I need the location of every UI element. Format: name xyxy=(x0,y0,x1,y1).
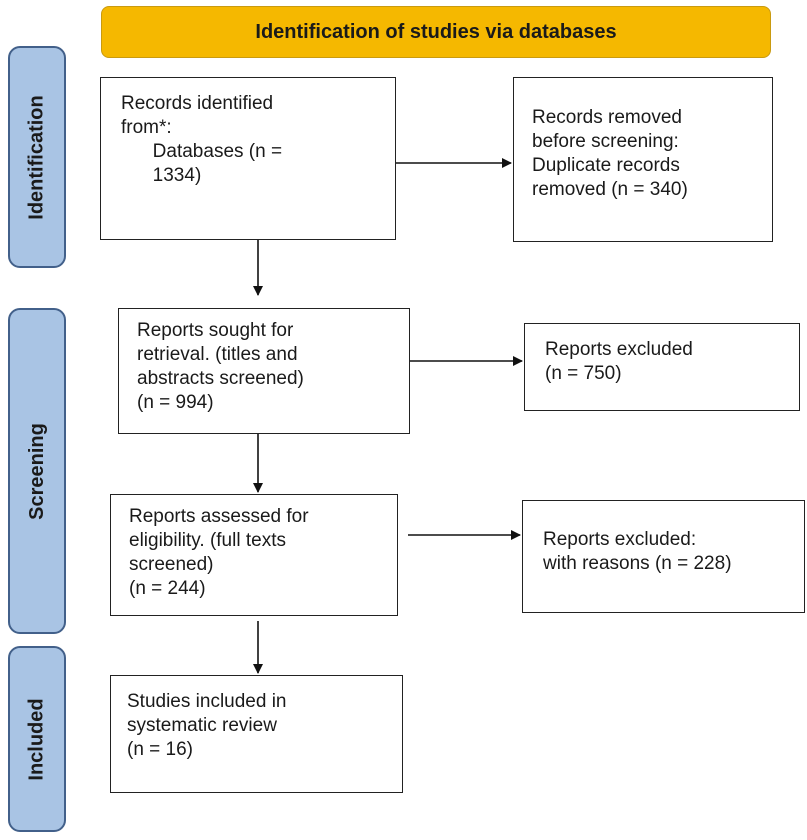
records-removed-box: Records removed before screening: Duplic… xyxy=(513,77,773,242)
header-identification-of-studies: Identification of studies via databases xyxy=(101,6,771,58)
phase-screening-label: Screening xyxy=(8,308,66,634)
reports-excluded-2-box: Reports excluded: with reasons (n = 228) xyxy=(522,500,805,613)
phase-included-label: Included xyxy=(8,646,66,832)
reports-excluded-1-box: Reports excluded (n = 750) xyxy=(524,323,800,411)
phase-identification-label: Identification xyxy=(8,46,66,268)
reports-sought-box: Reports sought for retrieval. (titles an… xyxy=(118,308,410,434)
studies-included-box: Studies included in systematic review (n… xyxy=(110,675,403,793)
reports-assessed-box: Reports assessed for eligibility. (full … xyxy=(110,494,398,616)
records-identified-box: Records identified from*: Databases (n =… xyxy=(100,77,396,240)
